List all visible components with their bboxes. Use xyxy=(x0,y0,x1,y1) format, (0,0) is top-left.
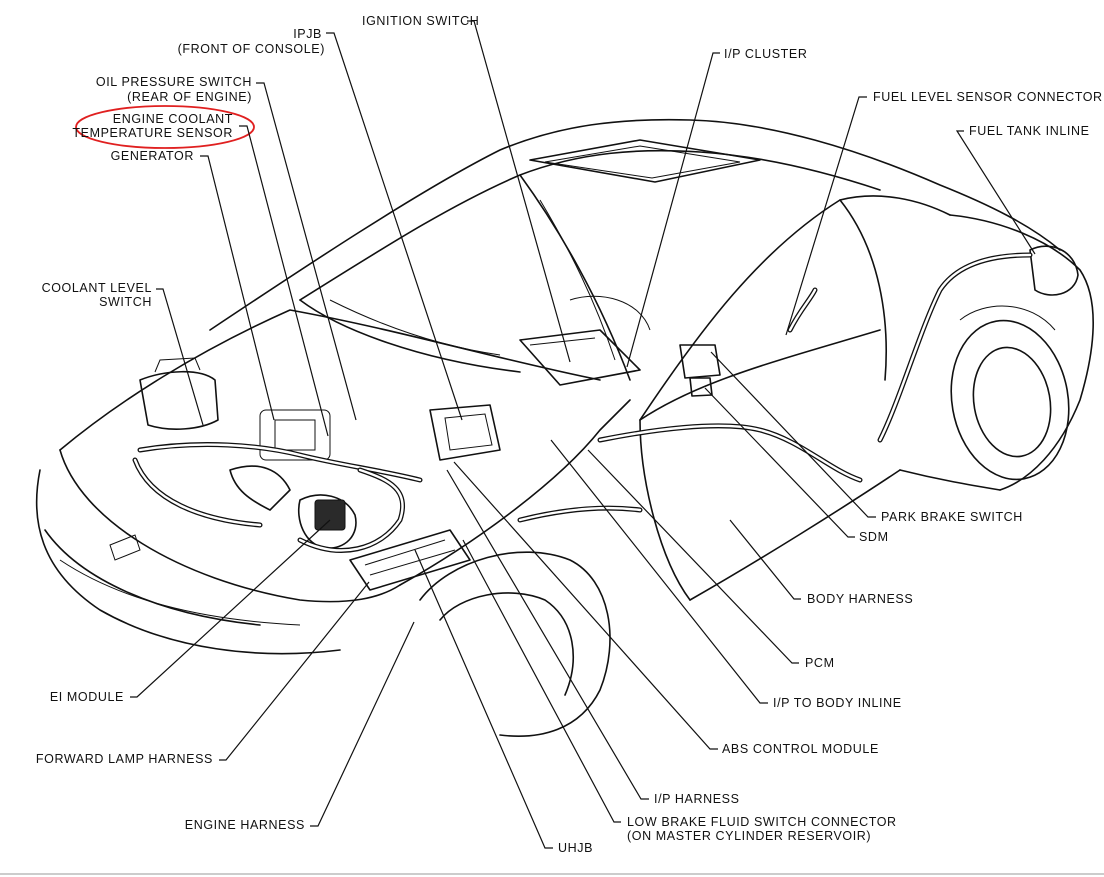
label-ipjb: IPJB xyxy=(293,27,322,41)
label-fuel-level-sensor: FUEL LEVEL SENSOR CONNECTOR xyxy=(873,90,1103,104)
label-body-harness: BODY HARNESS xyxy=(807,592,913,606)
leader-lines xyxy=(130,20,1036,849)
harness-routing xyxy=(132,252,1033,553)
label-ect-line2: TEMPERATURE SENSOR xyxy=(72,126,233,140)
label-park-brake-switch: PARK BRAKE SWITCH xyxy=(881,510,1023,524)
label-ect-line1: ENGINE COOLANT xyxy=(113,112,233,126)
car-illustration xyxy=(35,118,1094,737)
label-sdm: SDM xyxy=(859,530,889,544)
label-ipjb-location: (FRONT OF CONSOLE) xyxy=(178,42,325,56)
label-ei-module: EI MODULE xyxy=(50,690,124,704)
label-ip-harness: I/P HARNESS xyxy=(654,792,740,806)
label-oil-pressure-switch: OIL PRESSURE SWITCH xyxy=(96,75,252,89)
label-low-brake-fluid-switch: LOW BRAKE FLUID SWITCH CONNECTOR xyxy=(627,815,897,829)
label-forward-lamp-harness: FORWARD LAMP HARNESS xyxy=(36,752,213,766)
label-ip-to-body-inline: I/P TO BODY INLINE xyxy=(773,696,902,710)
label-ip-cluster: I/P CLUSTER xyxy=(724,47,807,61)
component-labels: IGNITION SWITCH IPJB (FRONT OF CONSOLE) … xyxy=(36,14,1103,855)
ect-sensor-highlight xyxy=(75,105,255,149)
label-fuel-tank-inline: FUEL TANK INLINE xyxy=(969,124,1090,138)
label-ignition-switch: IGNITION SWITCH xyxy=(362,14,479,28)
label-coolant-level-switch: COOLANT LEVEL xyxy=(42,281,152,295)
label-generator: GENERATOR xyxy=(111,149,194,163)
label-abs-control-module: ABS CONTROL MODULE xyxy=(722,742,879,756)
label-uhjb: UHJB xyxy=(558,841,593,855)
label-coolant-level-switch-2: SWITCH xyxy=(99,295,152,309)
label-engine-harness: ENGINE HARNESS xyxy=(185,818,305,832)
label-oil-pressure-location: (REAR OF ENGINE) xyxy=(127,90,252,104)
label-pcm: PCM xyxy=(805,656,835,670)
label-low-brake-fluid-location: (ON MASTER CYLINDER RESERVOIR) xyxy=(627,829,871,843)
